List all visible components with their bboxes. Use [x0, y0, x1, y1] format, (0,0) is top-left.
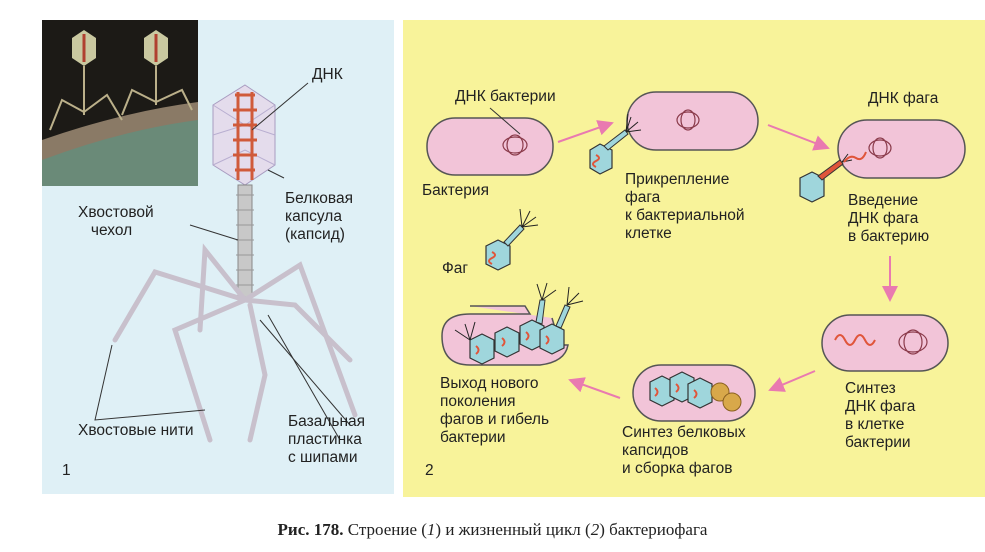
- label-injection: Введение ДНК фага в бактерию: [848, 192, 930, 245]
- caption-num-1: 1: [426, 520, 436, 539]
- assembling-capsids: [710, 382, 742, 412]
- caption-text-3: ) бактериофага: [599, 520, 708, 539]
- label-bacterial-dna: ДНК бактерии: [455, 88, 556, 105]
- phage-micrograph: [42, 20, 198, 186]
- phage-capsid: [212, 84, 276, 186]
- bacterium-4: [821, 314, 949, 372]
- bacterial-dna-coils: [502, 109, 928, 355]
- phage-capsids: [469, 143, 825, 409]
- phage-tails: [503, 129, 844, 329]
- label-capsid-synthesis: Синтез белковых капсидов и сборка фагов: [622, 424, 746, 477]
- bacterium-2: [626, 91, 759, 151]
- label-attachment: Прикрепление фага к бактериальной клетке: [625, 171, 745, 242]
- cycle-arrows: [557, 120, 898, 399]
- panel-number-2: 2: [425, 462, 434, 479]
- panel-number-1: 1: [62, 462, 71, 479]
- label-phage: Фаг: [442, 260, 469, 277]
- micrograph-illustration: [42, 30, 198, 186]
- label-phage-dna: ДНК фага: [868, 90, 939, 107]
- caption-prefix: Рис. 178.: [277, 520, 344, 539]
- caption-text-2: ) и жизненный цикл (: [435, 520, 591, 539]
- tail-fibers-small: [454, 113, 853, 341]
- label-bacterium: Бактерия: [422, 182, 489, 199]
- figure-caption: Рис. 178. Строение (1) и жизненный цикл …: [0, 520, 985, 540]
- bacterium-3: [837, 119, 966, 179]
- label-dna-synthesis: Синтез ДНК фага в клетке бактерии: [845, 380, 916, 451]
- label-tail-fibers: Хвостовые нити: [78, 422, 194, 439]
- label-tail-sheath: Хвостовой чехол: [78, 204, 154, 239]
- phage-dna: [475, 151, 876, 399]
- label-release: Выход нового поколения фагов и гибель ба…: [440, 375, 550, 446]
- label-base-plate: Базальная пластинка с шипами: [288, 413, 366, 466]
- label-dna: ДНК: [312, 66, 343, 83]
- caption-text-1: Строение (: [343, 520, 427, 539]
- label-capsid: Белковая капсула (капсид): [285, 190, 353, 243]
- tail-fibers: [112, 243, 358, 443]
- leader-lines: [94, 82, 351, 441]
- bacterium-1: [426, 117, 554, 176]
- caption-num-2: 2: [590, 520, 600, 539]
